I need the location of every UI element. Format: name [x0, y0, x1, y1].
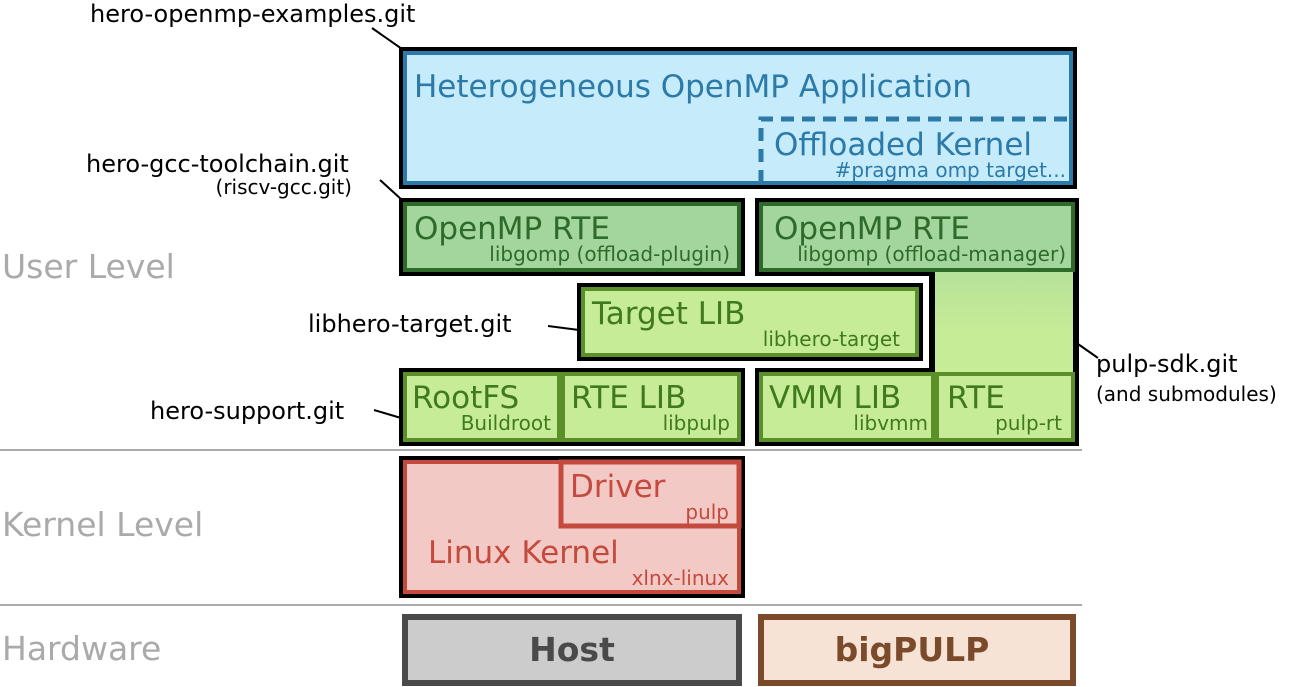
rootfs-block — [403, 372, 561, 442]
offloaded-kernel-title: Offloaded Kernel — [774, 127, 1032, 163]
openmp-rte-accel-sub: libgomp (offload-manager) — [797, 242, 1066, 266]
vmm-lib-sub: libvmm — [853, 411, 928, 435]
driver-title: Driver — [570, 469, 666, 505]
rte-sub: pulp-rt — [995, 411, 1062, 435]
openmp-rte-host-block — [403, 202, 741, 272]
openmp-rte-host-title: OpenMP RTE — [414, 211, 610, 247]
user-level-label: User Level — [2, 247, 175, 286]
rootfs-title: RootFS — [412, 380, 519, 416]
repo-label-openmp-examples: hero-openmp-examples.git — [90, 0, 415, 28]
repo-label-gcc-toolchain: hero-gcc-toolchain.git — [86, 150, 349, 178]
rte-block — [935, 372, 1075, 442]
target-lib-title: Target LIB — [591, 296, 745, 332]
rte-title: RTE — [947, 380, 1005, 416]
bigpulp-hardware-title: bigPULP — [835, 630, 990, 669]
leader-hero-support — [373, 409, 402, 419]
linux-kernel-title: Linux Kernel — [428, 535, 619, 571]
openmp-rte-host-sub: libgomp (offload-plugin) — [489, 242, 730, 266]
leader-libhero-target — [547, 325, 580, 331]
rte-lib-sub: libpulp — [663, 411, 730, 435]
openmp-rte-accel-block — [759, 202, 1075, 272]
repo-label-hero-support: hero-support.git — [150, 397, 344, 425]
repo-label-gcc-toolchain-sub: (riscv-gcc.git) — [216, 175, 352, 199]
leader-pulp-sdk — [1077, 343, 1099, 359]
rte-lib-block — [561, 372, 741, 442]
leader-openmp-examples — [371, 27, 403, 50]
repo-label-pulp-sdk: pulp-sdk.git — [1096, 350, 1238, 378]
repo-label-pulp-sdk-sub: (and submodules) — [1096, 382, 1277, 406]
bigpulp-hardware-block — [758, 614, 1076, 686]
rte-lib-title: RTE LIB — [571, 380, 686, 416]
driver-sub: pulp — [685, 500, 729, 524]
leader-gcc-toolchain — [379, 179, 403, 201]
kernel-level-label: Kernel Level — [2, 505, 203, 544]
app-block-title: Heterogeneous OpenMP Application — [414, 69, 972, 105]
vmm-lib-block — [759, 372, 935, 442]
offloaded-kernel-dashed-border — [758, 116, 1069, 183]
target-lib-block — [581, 287, 919, 357]
target-lib-sub: libhero-target — [763, 327, 900, 351]
host-hardware-title: Host — [529, 630, 615, 669]
vmm-lib-title: VMM LIB — [769, 380, 901, 416]
host-hardware-block — [402, 614, 742, 686]
offloaded-kernel-sub: #pragma omp target... — [835, 158, 1066, 182]
rootfs-sub: Buildroot — [461, 411, 551, 435]
openmp-rte-accel-title: OpenMP RTE — [774, 211, 970, 247]
linux-kernel-sub: xlnx-linux — [632, 566, 730, 590]
hardware-level-label: Hardware — [2, 629, 161, 668]
repo-label-libhero-target: libhero-target.git — [308, 310, 512, 338]
driver-block — [558, 459, 742, 529]
